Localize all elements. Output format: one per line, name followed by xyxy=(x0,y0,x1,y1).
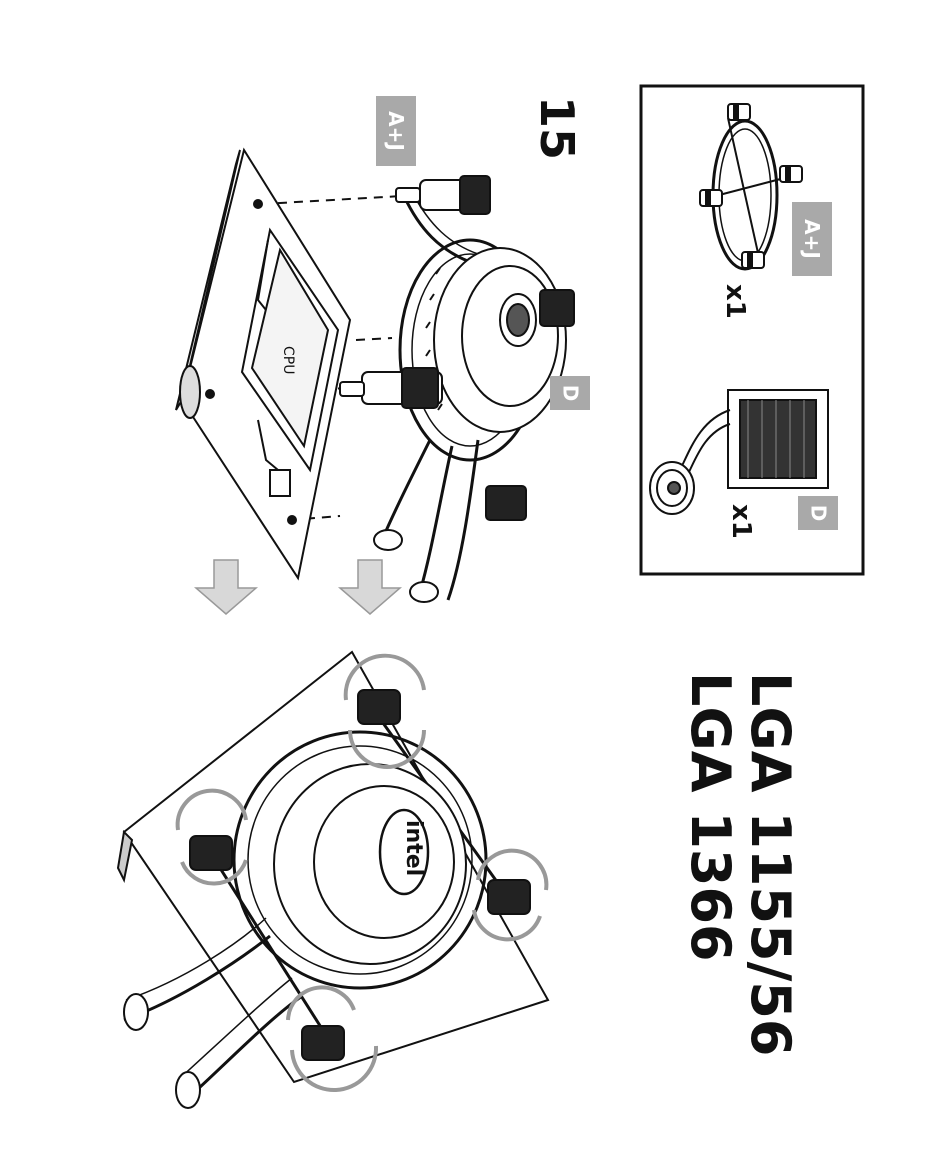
socket-line-1: LGA 1155/56 xyxy=(740,672,800,1057)
parts-qty-bracket: x1 xyxy=(720,284,750,319)
socket-heading: LGA 1155/56 LGA 1366 xyxy=(680,672,800,1057)
cpu-label: CPU xyxy=(280,346,296,374)
step-number: 15 xyxy=(530,96,584,160)
tag-pump: D xyxy=(550,376,590,410)
parts-tag-pump: D xyxy=(798,496,838,530)
parts-tag-bracket: A+J xyxy=(792,202,832,276)
tag-bracket-label: A+J xyxy=(384,111,408,151)
pump-exploded xyxy=(340,176,574,602)
parts-qty-pump: x1 xyxy=(726,504,756,539)
intel-logo: intel xyxy=(401,820,426,876)
tag-pump-label: D xyxy=(558,385,582,402)
socket-line-2: LGA 1366 xyxy=(680,672,740,1057)
tag-bracket: A+J xyxy=(376,96,416,166)
parts-tag-pump-label: D xyxy=(806,505,830,522)
parts-tag-bracket-label: A+J xyxy=(800,219,824,259)
mounting-bracket-icon xyxy=(700,104,802,269)
